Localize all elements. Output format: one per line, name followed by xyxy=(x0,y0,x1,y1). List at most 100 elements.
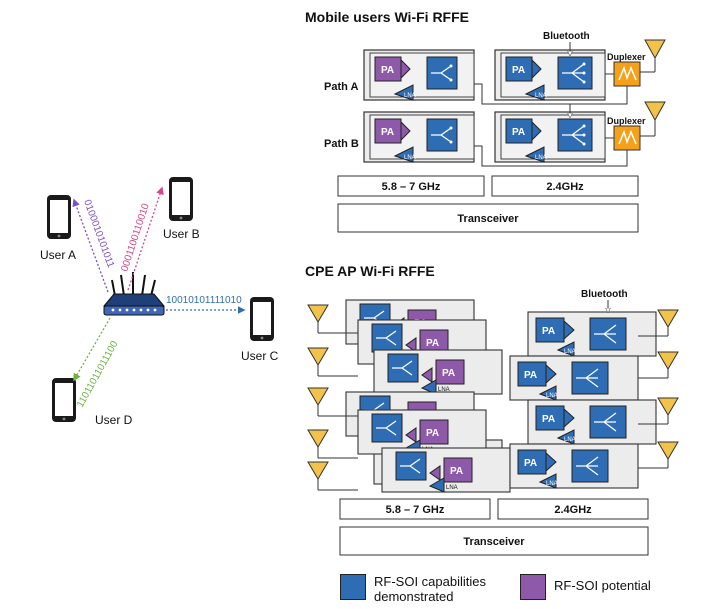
band-24-box xyxy=(491,175,639,197)
cpe-band-5g-box xyxy=(339,498,491,520)
antenna-icon xyxy=(307,387,329,406)
legend-demonstrated: RF-SOI capabilities demonstrated xyxy=(340,574,500,604)
antenna-icon xyxy=(657,351,679,370)
pa-triangle xyxy=(405,337,417,353)
antenna-icon xyxy=(307,429,329,448)
cpe-title: CPE AP Wi-Fi RFFE xyxy=(305,263,435,279)
pa-label: PA xyxy=(381,127,394,138)
path-b-label: Path B xyxy=(324,138,359,150)
lna-triangle xyxy=(420,379,437,395)
lna-label: LNA xyxy=(535,155,547,161)
cpe-bluetooth-label: Bluetooth xyxy=(581,289,628,300)
lna-label: LNA xyxy=(404,155,416,161)
duplexer-a xyxy=(613,61,641,87)
user-a-label: User A xyxy=(40,248,76,262)
lna-triangle xyxy=(524,84,545,101)
bits-d: 11011011011100 xyxy=(75,339,121,410)
duplexer-label-b: Duplexer xyxy=(607,116,646,126)
antenna-icon xyxy=(644,39,666,60)
band-24-label: 2.4GHz xyxy=(546,181,584,193)
lna-label: LNA xyxy=(535,93,547,99)
legend-swatch-potential xyxy=(520,574,546,600)
bits-c: 10010101111010 xyxy=(166,295,242,306)
cpe-transceiver-box xyxy=(339,526,649,556)
pa-label: PA xyxy=(450,466,463,477)
cpe-band-24-box xyxy=(497,498,649,520)
legend-potential-label: RF-SOI potential xyxy=(554,578,651,593)
legend-demonstrated-label: RF-SOI capabilities demonstrated xyxy=(374,574,486,604)
duplexer-b xyxy=(613,125,641,151)
cpe-transceiver-label: Transceiver xyxy=(463,536,525,548)
pa-triangle xyxy=(563,407,575,429)
module-24g-path-a: PA LNA xyxy=(494,49,606,101)
pa-label: PA xyxy=(442,368,455,379)
antenna-icon xyxy=(644,101,666,122)
switch-block xyxy=(371,323,403,353)
antenna-icon xyxy=(657,441,679,460)
antenna-icon xyxy=(657,397,679,416)
module-5g-path-a: PA LNA xyxy=(363,49,475,101)
pa-label: PA xyxy=(426,428,439,439)
band-5g-label: 5.8 – 7 GHz xyxy=(382,181,441,193)
pa-label: PA xyxy=(512,127,525,138)
lna-triangle xyxy=(428,477,445,493)
pa-triangle xyxy=(563,319,575,341)
pa-block xyxy=(374,118,402,144)
legend-potential: RF-SOI potential xyxy=(520,574,651,600)
pa-block xyxy=(517,449,547,475)
cpe-band-5g-label: 5.8 – 7 GHz xyxy=(386,504,445,516)
antenna-icon xyxy=(657,309,679,328)
lna-label: LNA xyxy=(546,393,558,399)
user-b-label: User B xyxy=(163,227,200,241)
pa-block xyxy=(435,359,465,385)
pa-triangle xyxy=(400,120,411,142)
band-5g-box xyxy=(337,175,485,197)
stream-a-arrow xyxy=(72,198,109,293)
lna-label: LNA xyxy=(564,349,576,355)
bits-b: 0001100110010 xyxy=(119,202,151,273)
lna-triangle xyxy=(393,84,414,101)
lna-triangle xyxy=(538,385,557,401)
pa-triangle xyxy=(421,367,433,383)
user-d-label: User D xyxy=(95,413,133,427)
mobile-title: Mobile users Wi-Fi RFFE xyxy=(305,9,469,25)
user-devices xyxy=(47,177,274,422)
transceiver-box xyxy=(337,203,639,233)
lna-label: LNA xyxy=(564,437,576,443)
pa-triangle xyxy=(545,451,557,473)
user-c-label: User C xyxy=(241,349,279,363)
duplexer-label-a: Duplexer xyxy=(607,52,646,62)
antenna-icon xyxy=(307,304,329,323)
cpe-5g-modules: PALNAPALNAPALNAPALNAPALNAPALNAPALNA xyxy=(307,299,511,493)
lna-label: LNA xyxy=(446,485,458,491)
antenna-icon xyxy=(307,347,329,366)
lna-triangle xyxy=(538,473,557,489)
pa-label: PA xyxy=(524,370,537,381)
pa-triangle xyxy=(400,58,411,80)
pa-triangle xyxy=(405,427,417,443)
cpe-band-24-label: 2.4GHz xyxy=(554,504,592,516)
lna-label: LNA xyxy=(438,387,450,393)
bluetooth-label: Bluetooth xyxy=(543,31,590,42)
pa-label: PA xyxy=(512,65,525,76)
pa-triangle xyxy=(429,465,441,481)
pa-label: PA xyxy=(381,65,394,76)
pa-label: PA xyxy=(426,338,439,349)
pa-label: PA xyxy=(524,458,537,469)
lna-triangle xyxy=(556,429,575,445)
pa-label: PA xyxy=(542,326,555,337)
pa-block xyxy=(443,457,473,483)
pa-triangle xyxy=(545,363,557,385)
lna-triangle xyxy=(556,341,575,357)
pa-triangle xyxy=(531,58,542,80)
lna-label: LNA xyxy=(404,93,416,99)
path-a-label: Path A xyxy=(324,81,358,93)
lna-triangle xyxy=(524,146,545,163)
transceiver-label: Transceiver xyxy=(457,213,519,225)
pa-block xyxy=(419,419,449,445)
legend-swatch-demonstrated xyxy=(340,574,366,600)
module-5g-path-b: PA LNA xyxy=(363,111,475,163)
pa-label: PA xyxy=(542,414,555,425)
